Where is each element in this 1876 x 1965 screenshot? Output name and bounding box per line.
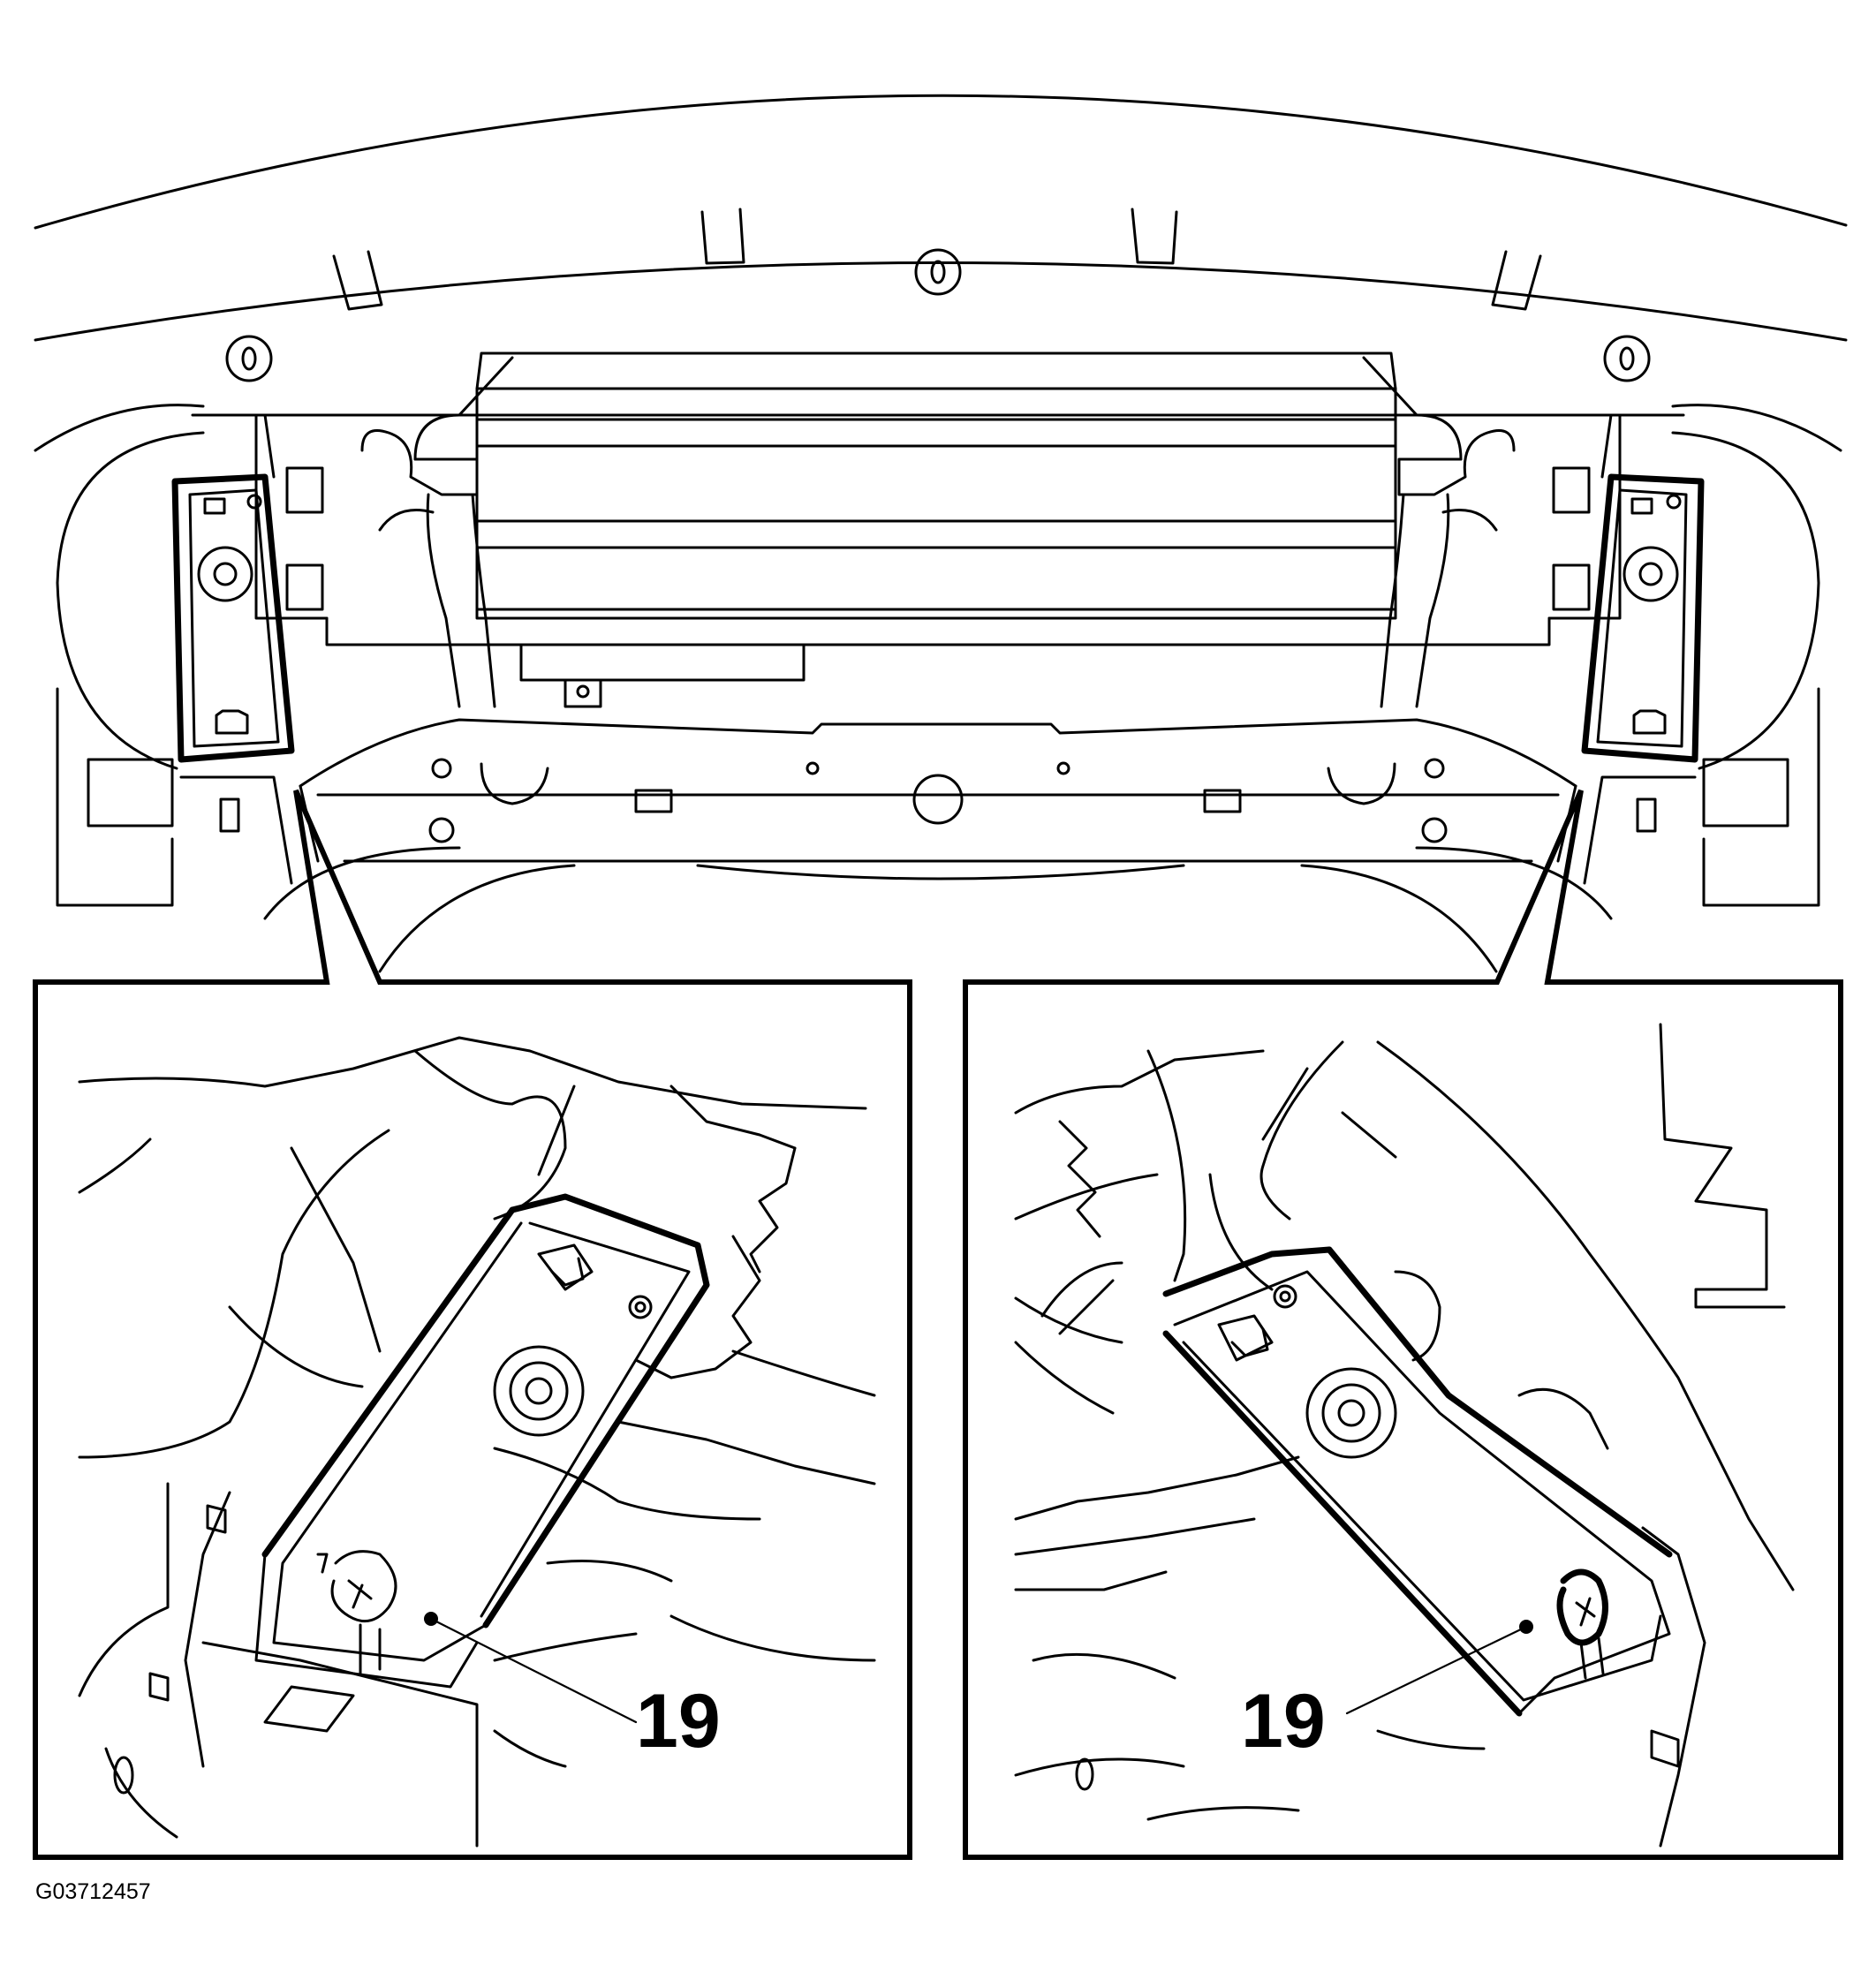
figure-id-label: G03712457 — [35, 1879, 151, 1904]
bumper-fastener — [225, 248, 1651, 382]
right-detail-panel: 19 — [963, 789, 1843, 1860]
right-callout: 19 — [1241, 1620, 1533, 1764]
right-mounting-bracket — [1581, 413, 1705, 885]
left-mounting-bracket — [171, 413, 295, 885]
left-detail-panel: 19 — [33, 789, 912, 1860]
left-detail-bracket — [254, 1193, 710, 1689]
left-callout-number: 19 — [636, 1679, 721, 1764]
left-callout: 19 — [424, 1612, 721, 1764]
bumper-clip — [332, 208, 1542, 311]
right-detail-bracket — [1162, 1246, 1673, 1717]
overview-view — [34, 94, 1848, 973]
radiator-assembly — [254, 351, 1622, 708]
right-callout-number: 19 — [1241, 1679, 1326, 1764]
lower-crossmember — [263, 718, 1613, 973]
coolant-hose — [360, 356, 1516, 708]
